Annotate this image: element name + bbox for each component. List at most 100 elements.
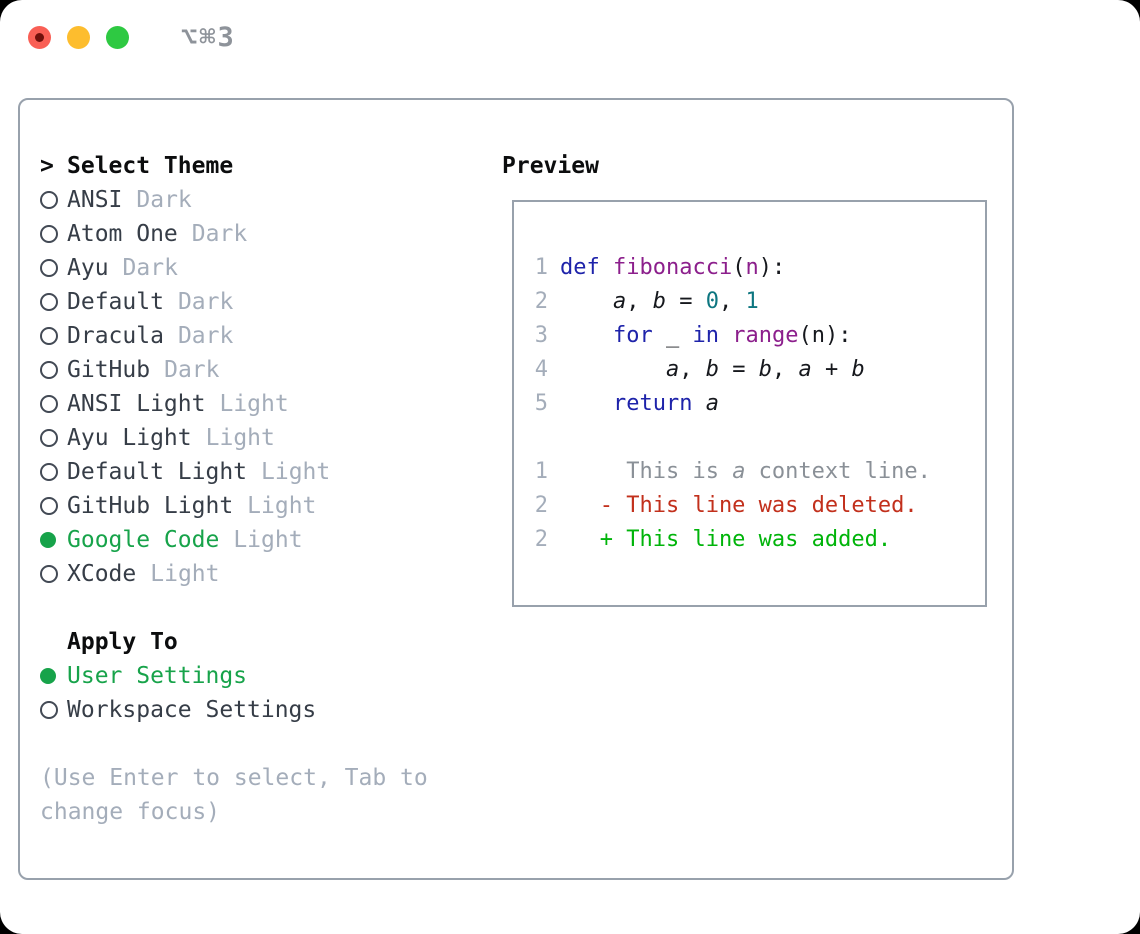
close-button[interactable] (28, 25, 51, 49)
theme-option[interactable]: Default Light Light (40, 455, 502, 489)
radio-icon (40, 225, 67, 243)
radio-icon (40, 429, 67, 447)
theme-variant-tag: Dark (164, 357, 220, 383)
theme-variant-tag: Dark (122, 255, 178, 281)
code-token: + (811, 356, 852, 382)
preview-line: 2 - This line was deleted. (534, 488, 985, 522)
code-token: ( (732, 254, 746, 280)
theme-selector-title: Select Theme (67, 153, 234, 179)
code-token: for (612, 322, 653, 348)
theme-option[interactable]: ANSI Dark (40, 183, 502, 217)
line-number: 2 (534, 492, 548, 518)
theme-variant-tag: Light (261, 459, 331, 485)
radio-icon (40, 701, 67, 719)
selection-prompt-icon: > (40, 153, 54, 179)
code-token (692, 391, 705, 416)
preview-line: 5 return a (534, 386, 985, 420)
preview-line: 3 for _ in range(n): (534, 318, 985, 352)
code-token (719, 323, 732, 348)
titlebar: ⌥⌘3 (28, 22, 236, 53)
code-token (560, 357, 666, 382)
code-token: b (851, 356, 865, 382)
code-token: , (679, 356, 706, 382)
code-token: This is (560, 458, 733, 484)
radio-icon (40, 463, 67, 481)
theme-variant-tag: Light (219, 391, 289, 417)
theme-name: Ayu Light (67, 425, 192, 451)
apply-option[interactable]: Workspace Settings (40, 693, 502, 727)
line-number: 1 (534, 254, 548, 280)
theme-name: Dracula (67, 323, 164, 349)
code-token: 1 (745, 288, 759, 314)
theme-name: XCode (67, 561, 137, 587)
code-token: , (626, 288, 653, 314)
line-number: 5 (534, 390, 548, 416)
theme-name: ANSI (67, 187, 123, 213)
radio-icon (40, 293, 67, 311)
minimize-button[interactable] (67, 25, 90, 49)
theme-option[interactable]: Default Dark (40, 285, 502, 319)
code-token: range (732, 322, 799, 348)
apply-option[interactable]: User Settings (40, 659, 502, 693)
theme-name: Atom One (67, 221, 178, 247)
theme-option[interactable]: Ayu Light Light (40, 421, 502, 455)
theme-variant-tag: Dark (191, 221, 248, 247)
code-token: in (692, 322, 719, 348)
maximize-button[interactable] (106, 25, 129, 49)
radio-icon (40, 259, 67, 277)
apply-option-name: User Settings (67, 663, 248, 689)
code-token: a (798, 356, 812, 382)
code-token: _ (652, 322, 693, 348)
radio-icon (40, 361, 67, 379)
theme-name: GitHub (67, 357, 151, 383)
preview-line: 2 + This line was added. (534, 522, 985, 556)
radio-icon (40, 327, 67, 345)
code-token: fibonacci (613, 254, 733, 280)
theme-option[interactable]: Dracula Dark (40, 319, 502, 353)
help-text: (Use Enter to select, Tab to change focu… (40, 765, 428, 825)
radio-icon (40, 497, 67, 515)
code-token: context line. (745, 458, 931, 484)
theme-name: Default (67, 289, 164, 315)
code-token (560, 289, 613, 314)
theme-name: GitHub Light (67, 493, 234, 519)
code-token: def (560, 254, 600, 280)
theme-variant-tag: Dark (177, 289, 234, 315)
code-token: b (652, 288, 666, 314)
preview-title: Preview (502, 153, 599, 179)
code-token (600, 255, 613, 280)
code-token: a (665, 356, 680, 382)
theme-option[interactable]: XCode Light (40, 557, 502, 591)
code-token: a (612, 288, 627, 314)
radio-selected-icon (40, 668, 67, 684)
theme-variant-tag: Dark (177, 323, 234, 349)
code-token: return (612, 390, 693, 416)
apply-to-title: Apply To (67, 629, 178, 655)
theme-variant-tag: Light (233, 527, 303, 553)
theme-variant-tag: Light (150, 561, 220, 587)
line-number: 2 (534, 288, 548, 314)
spacer (40, 591, 502, 625)
code-token: b (705, 356, 719, 382)
theme-option[interactable]: Atom One Dark (40, 217, 502, 251)
theme-name: Default Light (67, 459, 248, 485)
radio-icon (40, 395, 67, 413)
code-token (560, 391, 613, 416)
theme-selector-header: > Select Theme (40, 149, 502, 183)
radio-icon (40, 565, 67, 583)
theme-variant-tag: Dark (136, 187, 192, 213)
code-token: , (771, 356, 799, 382)
code-token: a (705, 390, 719, 416)
code-token: = (665, 288, 706, 314)
theme-option[interactable]: GitHub Dark (40, 353, 502, 387)
apply-option-name: Workspace Settings (67, 697, 317, 723)
theme-variant-tag: Light (205, 425, 275, 451)
